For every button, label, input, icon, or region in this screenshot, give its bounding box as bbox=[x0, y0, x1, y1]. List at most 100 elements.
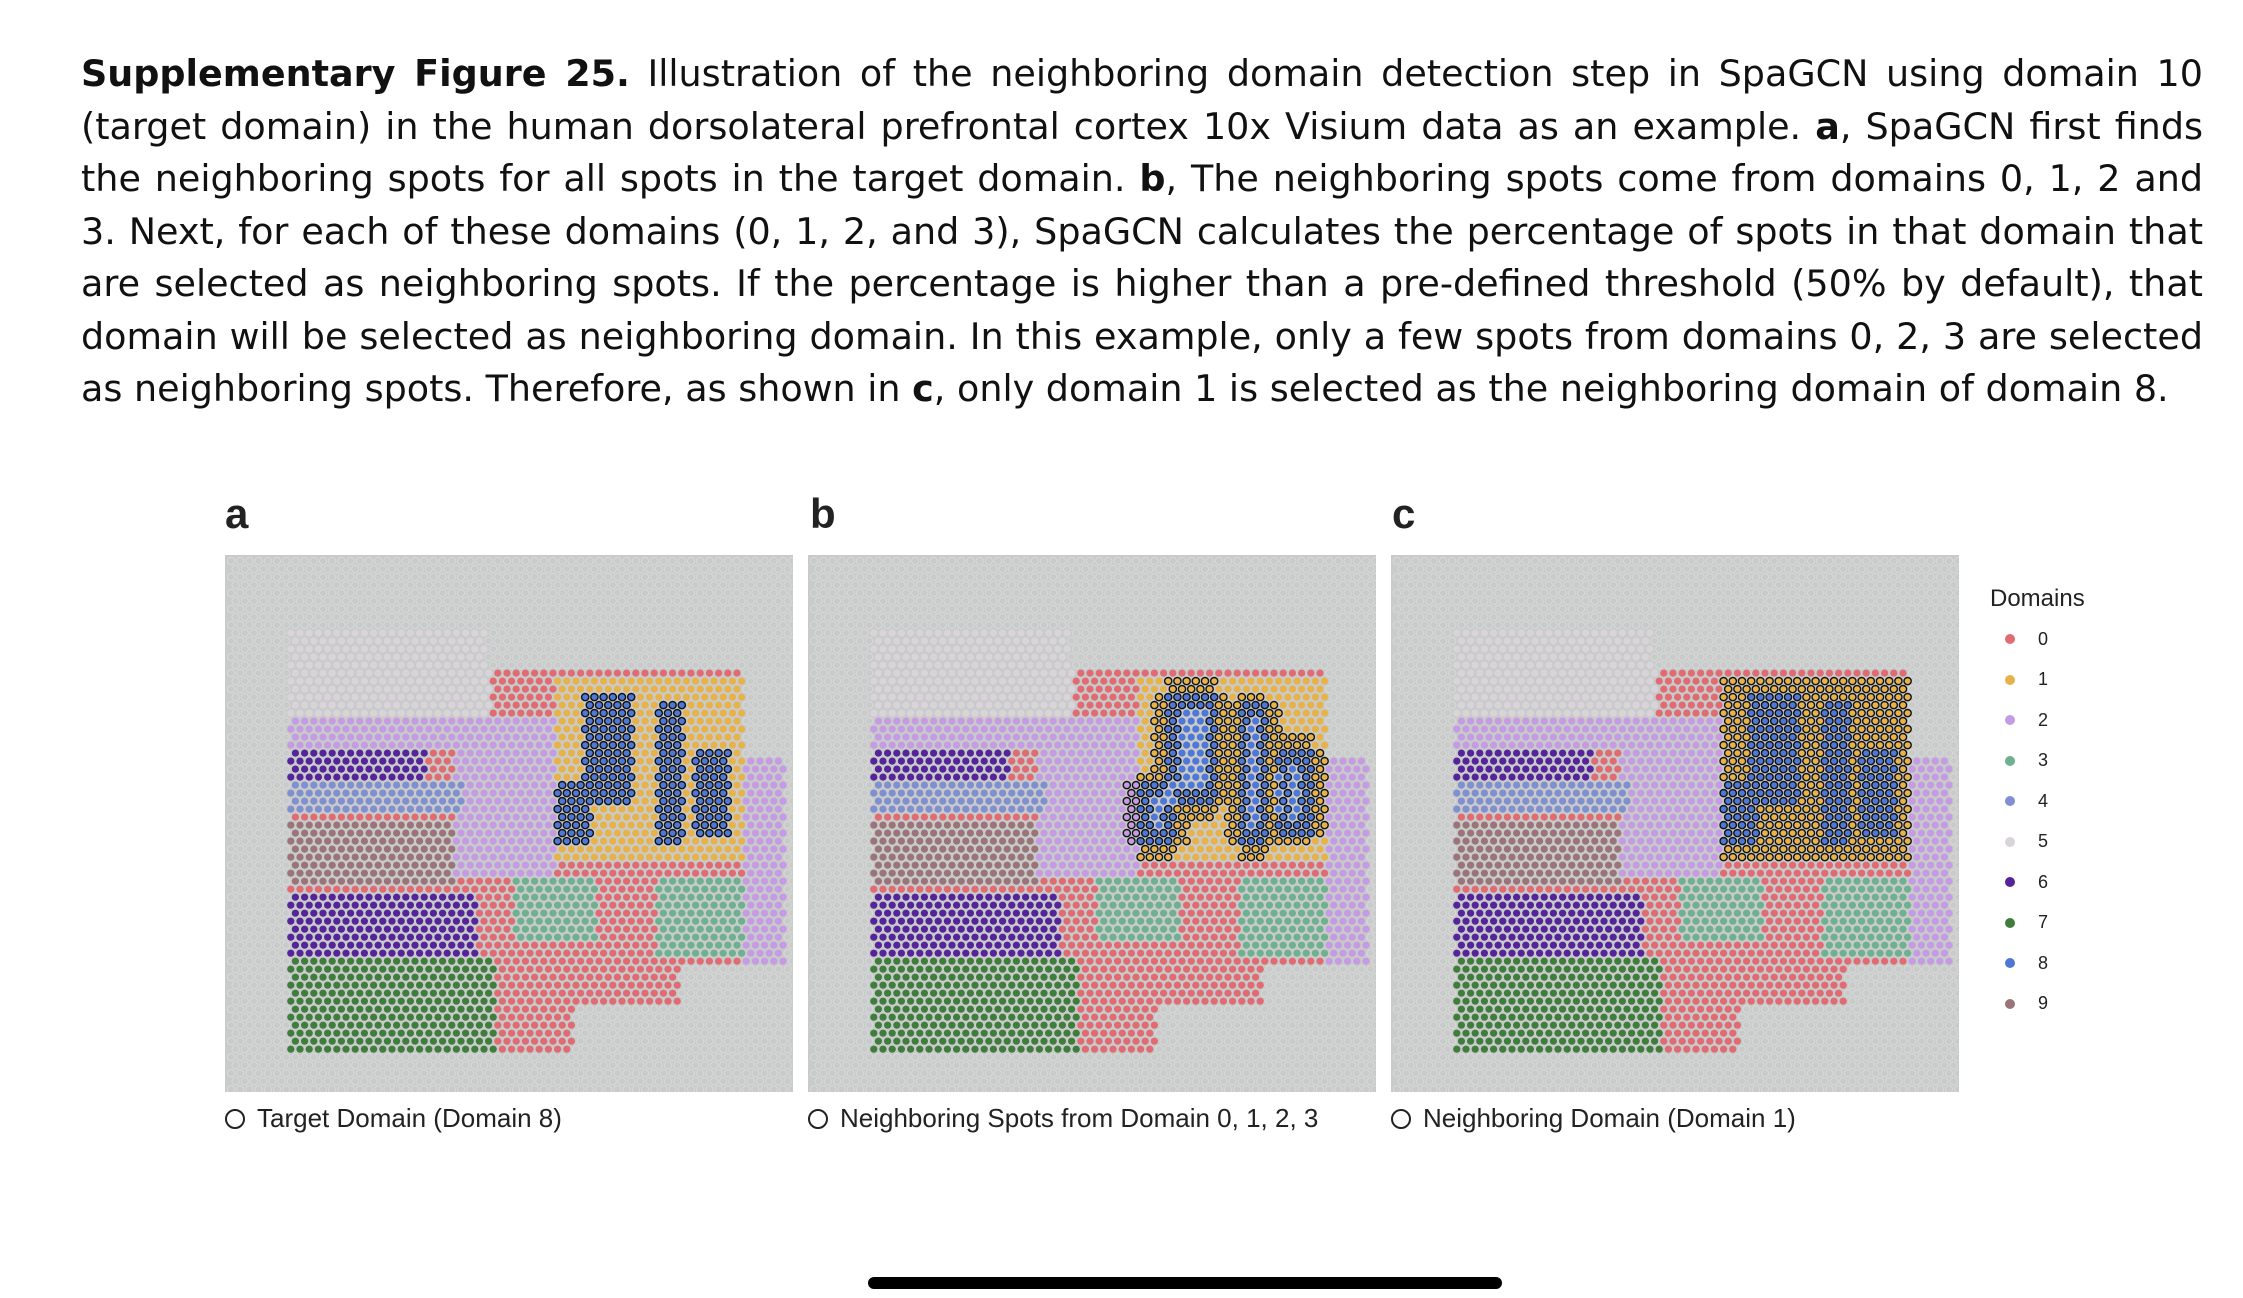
spot bbox=[347, 733, 355, 741]
spot bbox=[475, 941, 483, 949]
spot bbox=[783, 709, 792, 718]
spot bbox=[296, 789, 304, 797]
spot bbox=[746, 580, 755, 590]
spot bbox=[452, 773, 460, 781]
spot bbox=[641, 973, 649, 981]
spot bbox=[356, 829, 364, 837]
spot bbox=[318, 604, 328, 614]
spot bbox=[314, 773, 322, 781]
spot bbox=[462, 661, 470, 669]
spot bbox=[686, 588, 696, 598]
spot bbox=[397, 693, 405, 701]
spot bbox=[783, 677, 792, 686]
spot bbox=[259, 628, 268, 638]
spot bbox=[462, 933, 470, 941]
spot bbox=[663, 596, 673, 606]
spot bbox=[563, 1013, 571, 1021]
spot bbox=[659, 588, 668, 598]
spot bbox=[328, 685, 336, 693]
spot bbox=[365, 957, 373, 965]
spot bbox=[682, 837, 690, 845]
spot bbox=[594, 1053, 604, 1062]
spot bbox=[733, 685, 741, 693]
spot bbox=[494, 893, 502, 901]
spot bbox=[479, 1077, 489, 1086]
spot bbox=[934, 612, 943, 622]
spot bbox=[677, 1053, 686, 1062]
spot bbox=[663, 1061, 673, 1070]
spot bbox=[226, 669, 236, 678]
spot bbox=[443, 885, 451, 893]
spot bbox=[755, 1077, 765, 1086]
spot bbox=[301, 877, 309, 885]
spot bbox=[471, 1029, 479, 1037]
spot bbox=[254, 701, 263, 710]
spot bbox=[425, 1045, 433, 1053]
spot bbox=[305, 564, 314, 574]
spot bbox=[760, 733, 769, 742]
spot bbox=[356, 861, 364, 869]
spot bbox=[475, 685, 483, 693]
spot bbox=[263, 1021, 272, 1030]
spot bbox=[314, 1013, 322, 1021]
spot bbox=[517, 789, 525, 797]
spot bbox=[705, 941, 713, 949]
spot bbox=[392, 1053, 401, 1062]
spot bbox=[503, 813, 511, 821]
spot bbox=[291, 877, 299, 885]
spot bbox=[397, 981, 405, 989]
spot bbox=[600, 837, 608, 845]
spot bbox=[503, 1037, 511, 1045]
spot bbox=[489, 965, 497, 973]
spot bbox=[1039, 588, 1049, 598]
spot bbox=[641, 749, 649, 757]
spot bbox=[809, 620, 819, 630]
spot bbox=[324, 933, 332, 941]
spot bbox=[365, 781, 373, 789]
spot bbox=[1315, 620, 1325, 630]
spot bbox=[774, 741, 783, 750]
spot bbox=[452, 709, 460, 717]
spot bbox=[746, 612, 755, 622]
spot bbox=[300, 1085, 309, 1092]
spot bbox=[705, 957, 713, 965]
spot bbox=[581, 1045, 590, 1054]
spot bbox=[562, 596, 571, 606]
spot bbox=[416, 645, 424, 653]
spot bbox=[691, 1045, 700, 1054]
spot bbox=[351, 1077, 360, 1086]
spot bbox=[756, 853, 764, 861]
spot bbox=[448, 669, 456, 677]
spot bbox=[613, 813, 621, 821]
spot bbox=[1214, 556, 1223, 566]
spot bbox=[553, 1077, 562, 1086]
spot bbox=[709, 1045, 719, 1054]
spot bbox=[512, 909, 520, 917]
spot bbox=[402, 701, 410, 709]
spot bbox=[314, 725, 322, 733]
spot bbox=[663, 836, 673, 846]
spot bbox=[296, 949, 304, 957]
spot bbox=[1063, 645, 1071, 653]
spot bbox=[751, 572, 760, 582]
spot bbox=[296, 901, 304, 909]
spot bbox=[819, 636, 828, 646]
spot bbox=[226, 1053, 236, 1062]
spot bbox=[429, 909, 437, 917]
spot bbox=[778, 1005, 788, 1014]
spot bbox=[434, 709, 442, 717]
spot bbox=[567, 796, 576, 806]
spot bbox=[952, 580, 961, 590]
spot bbox=[383, 1085, 392, 1092]
spot bbox=[645, 1029, 654, 1038]
spot bbox=[493, 572, 502, 582]
spot bbox=[1099, 596, 1108, 606]
spot bbox=[411, 765, 419, 773]
spot bbox=[310, 1021, 318, 1029]
spot bbox=[761, 781, 769, 789]
spot bbox=[650, 861, 658, 869]
spot bbox=[778, 1021, 788, 1030]
spot bbox=[663, 708, 673, 718]
spot bbox=[324, 821, 332, 829]
spot bbox=[544, 853, 552, 861]
